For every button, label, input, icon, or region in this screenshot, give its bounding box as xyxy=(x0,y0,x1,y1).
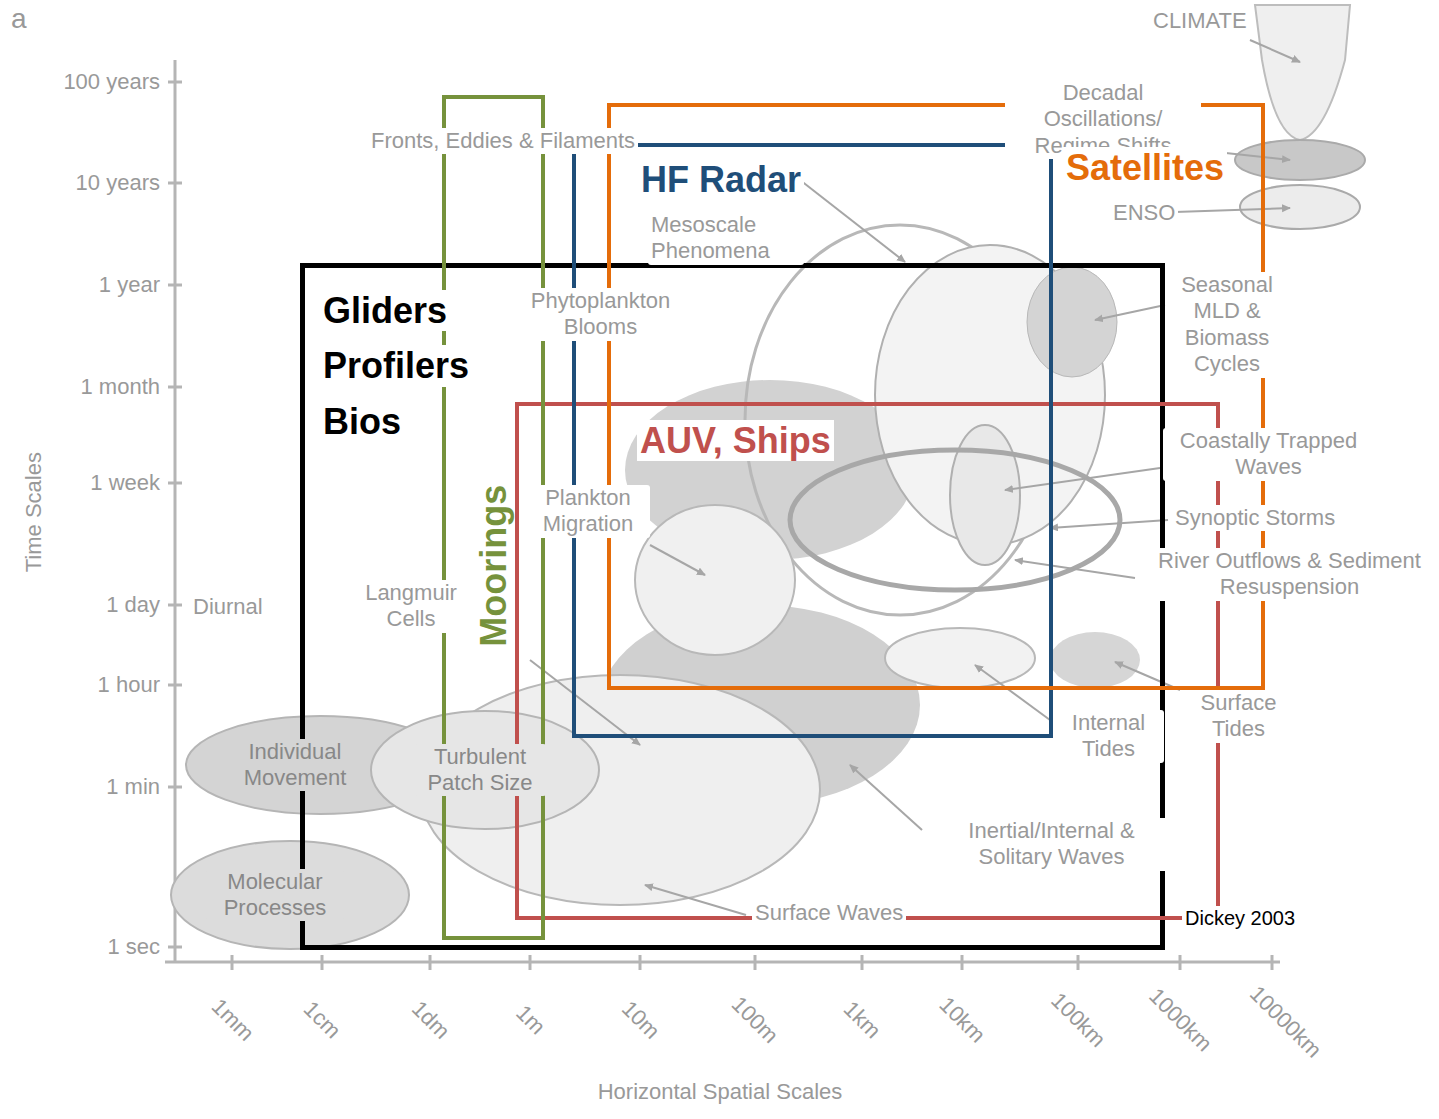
process-ellipse: Molecular Processes xyxy=(170,840,410,950)
time-tick-label: 1 day xyxy=(103,592,163,618)
process-label: ENSO xyxy=(1110,200,1178,226)
enso-ellipse xyxy=(1240,185,1360,229)
space-ticks xyxy=(232,955,1272,970)
space-tick-label: 10km xyxy=(932,990,993,1051)
space-tick-label: 1mm xyxy=(203,991,260,1048)
process-label: Surface Waves xyxy=(752,900,906,926)
instrument-name: Gliders xyxy=(320,290,450,331)
leader-arrow xyxy=(975,665,1050,720)
seasonal-ellipse xyxy=(1027,267,1117,377)
time-ticks xyxy=(168,82,182,947)
instrument-name: Satellites xyxy=(1063,147,1227,188)
coastal-ellipse xyxy=(950,425,1020,565)
time-axis xyxy=(174,60,177,962)
decadal-ellipse xyxy=(1235,140,1365,180)
process-label: Fronts, Eddies & Filaments xyxy=(368,128,638,154)
leader-arrow xyxy=(1050,520,1168,528)
leader-arrow xyxy=(645,885,746,915)
space-tick-label: 100km xyxy=(1043,985,1113,1055)
process-ellipse: Turbulent Patch Size xyxy=(370,710,600,830)
space-tick-label: 1m xyxy=(508,998,553,1043)
process-label: Plankton Migration xyxy=(526,485,650,538)
space-tick-label: 1dm xyxy=(403,993,456,1046)
process-label: Synoptic Storms xyxy=(1172,505,1338,531)
process-label: Coastally Trapped Waves xyxy=(1163,428,1374,481)
time-tick-label: 1 sec xyxy=(104,934,163,960)
leader-arrow xyxy=(800,180,905,262)
space-tick-label: 1000km xyxy=(1141,981,1219,1059)
axis-title: Time Scales xyxy=(21,449,47,575)
time-tick-label: 1 week xyxy=(87,470,163,496)
time-tick-label: 1 month xyxy=(78,374,164,400)
process-label: Diurnal xyxy=(190,594,266,620)
ellipse-shape xyxy=(371,711,599,829)
axis-title: Horizontal Spatial Scales xyxy=(595,1079,846,1105)
leader-arrow xyxy=(1095,305,1165,320)
time-tick-label: 1 min xyxy=(103,774,163,800)
panel-letter: a xyxy=(8,2,30,36)
process-label: River Outflows & Sediment Resuspension xyxy=(1138,548,1439,601)
process-label: Inertial/Internal & Solitary Waves xyxy=(926,818,1177,871)
leader-arrow xyxy=(1005,468,1160,490)
space-tick-label: 10m xyxy=(613,993,666,1046)
space-tick-label: 1cm xyxy=(296,994,348,1046)
climate-funnel xyxy=(1255,5,1350,140)
process-label: CLIMATE xyxy=(1150,8,1250,34)
process-label: Seasonal MLD & Biomass Cycles xyxy=(1168,272,1286,378)
process-label: Internal Tides xyxy=(1053,710,1164,763)
ellipse-shape xyxy=(171,841,409,949)
leader-arrow xyxy=(1175,208,1290,212)
citation: Dickey 2003 xyxy=(1182,906,1298,930)
instrument-name: HF Radar xyxy=(638,159,804,200)
process-name: Individual Movement xyxy=(223,739,367,792)
leader-arrow xyxy=(850,765,922,830)
leader-arrow xyxy=(1015,560,1135,578)
process-label: Phytoplankton Blooms xyxy=(515,288,686,341)
process-name: Molecular Processes xyxy=(206,869,344,922)
process-label: Langmuir Cells xyxy=(358,580,464,633)
leader-arrow xyxy=(650,545,705,575)
process-name: Turbulent Patch Size xyxy=(414,744,547,797)
space-tick-label: 100m xyxy=(724,989,786,1051)
instrument-name: Moorings xyxy=(473,481,514,649)
time-tick-label: 1 hour xyxy=(95,672,163,698)
leader-arrow xyxy=(1115,662,1180,690)
leader-arrow xyxy=(1250,40,1300,62)
space-tick-label: 10000km xyxy=(1242,979,1329,1066)
instrument-name: Profilers xyxy=(320,345,472,386)
instrument-name: AUV, Ships xyxy=(637,420,834,461)
time-tick-label: 1 year xyxy=(96,272,163,298)
time-tick-label: 100 years xyxy=(60,69,163,95)
space-axis xyxy=(165,961,1280,964)
process-label: Mesoscale Phenomena xyxy=(648,212,804,265)
time-tick-label: 10 years xyxy=(73,170,163,196)
internal-tide-ellipse xyxy=(885,628,1035,688)
instrument-name: Bios xyxy=(320,401,404,442)
surface-tide-ellipse xyxy=(1050,632,1140,688)
space-tick-label: 1km xyxy=(836,994,888,1046)
process-label: Surface Tides xyxy=(1183,690,1294,743)
migration-ellipse xyxy=(635,505,795,655)
